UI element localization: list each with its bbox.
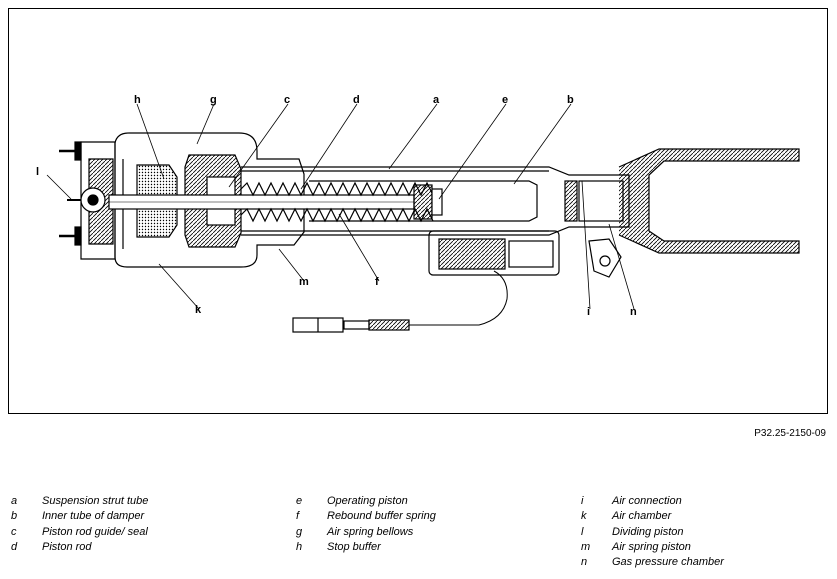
callout-l-left: l	[36, 166, 40, 178]
callout-h: h	[134, 94, 141, 106]
mount-studs	[59, 141, 82, 246]
callout-i: i	[587, 306, 591, 318]
diagram-frame: h g c d a e b l k m f i n	[8, 8, 828, 414]
callout-f: f	[375, 276, 379, 288]
callout-b: b	[567, 94, 574, 106]
callout-k: k	[195, 304, 202, 316]
fork	[618, 148, 800, 254]
callout-d: d	[353, 94, 360, 106]
dividing-piston	[564, 180, 578, 222]
callout-a: a	[433, 94, 440, 106]
callout-c: c	[284, 94, 291, 106]
callout-e: e	[502, 94, 509, 106]
figure-reference: P32.25-2150-09	[754, 428, 826, 439]
rebound-spring	[240, 181, 434, 197]
callout-g: g	[210, 94, 217, 106]
inner-tube	[309, 180, 538, 222]
air-spring-outer	[114, 132, 305, 268]
callout-m: m	[299, 276, 309, 288]
gas-chamber	[578, 180, 624, 222]
valve-unit	[428, 230, 560, 276]
callout-n: n	[630, 306, 637, 318]
operating-piston	[413, 184, 433, 220]
sensor-cable	[409, 270, 508, 326]
strut-drawing	[46, 103, 800, 333]
